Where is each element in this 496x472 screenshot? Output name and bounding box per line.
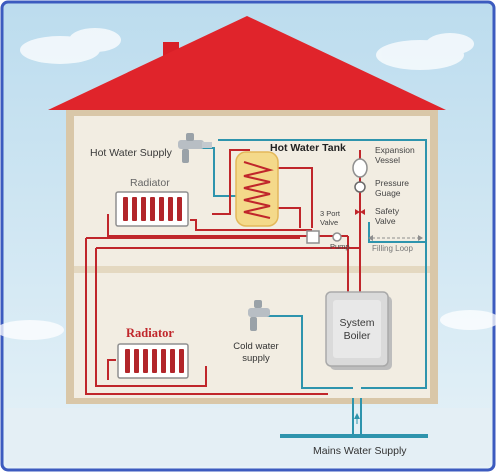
filling-loop-label: Filling Loop bbox=[372, 244, 413, 253]
expansion-vessel-label-line1: Expansion bbox=[375, 145, 415, 155]
valve-icon bbox=[306, 230, 320, 244]
pressure-gauge-label-line2: Guage bbox=[375, 188, 401, 198]
radiator-upper-label: Radiator bbox=[130, 177, 170, 189]
safety-valve-label-line2: Valve bbox=[375, 216, 396, 226]
radiator-lower-label: Radiator bbox=[126, 326, 174, 340]
roof bbox=[48, 16, 446, 110]
radiator-icon bbox=[115, 191, 189, 227]
boiler-icon bbox=[325, 291, 392, 370]
hot-water-tank-icon bbox=[235, 151, 279, 227]
pressure-gauge-icon bbox=[354, 181, 366, 193]
port-valve-label-line2: Valve bbox=[320, 218, 339, 227]
tap-icon bbox=[178, 133, 212, 163]
system-boiler-label-line1: System bbox=[339, 317, 375, 329]
pump-label: Pump bbox=[330, 242, 350, 251]
expansion-vessel-label-line2: Vessel bbox=[375, 155, 401, 165]
pressure-gauge-label-line1: Pressure bbox=[375, 178, 410, 188]
safety-valve-label-line1: Safety bbox=[375, 206, 400, 216]
cold-water-supply-label-line2: supply bbox=[242, 353, 270, 364]
system-boiler-label-line2: Boiler bbox=[343, 330, 371, 342]
filling-loop-arrows bbox=[368, 235, 423, 241]
mains-water-supply-label: Mains Water Supply bbox=[313, 445, 407, 457]
port-valve-label-line1: 3 Port bbox=[320, 209, 341, 218]
clouds bbox=[0, 28, 496, 340]
pump-icon bbox=[332, 232, 342, 242]
hot-water-tank-label: Hot Water Tank bbox=[270, 142, 346, 154]
cold-water-supply-label-line1: Cold water bbox=[233, 341, 279, 352]
safety-valve-icon bbox=[355, 209, 365, 215]
radiator-icon bbox=[117, 343, 189, 379]
tap-icon bbox=[248, 300, 270, 331]
floor-divider bbox=[74, 266, 430, 273]
hot-water-supply-label: Hot Water Supply bbox=[90, 147, 172, 159]
expansion-vessel-icon bbox=[352, 150, 368, 178]
